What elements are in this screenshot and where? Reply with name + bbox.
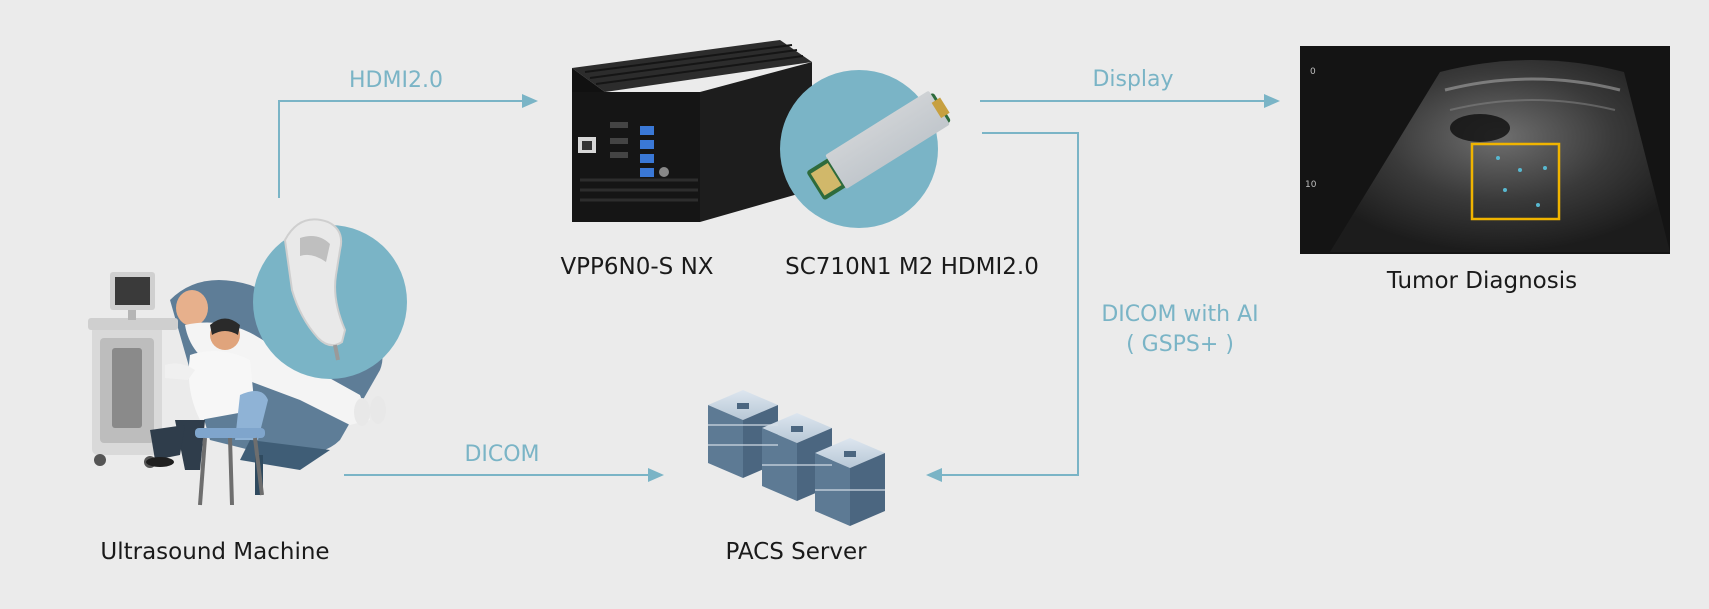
scan-tick-mid: 10 [1305, 180, 1317, 190]
node-label-tumor: Tumor Diagnosis [1386, 268, 1577, 294]
edge-label-dicom: DICOM [464, 442, 539, 467]
edge-dicom-ai [926, 132, 1079, 482]
pacs-server-icon [708, 390, 885, 526]
node-label-ultrasound: Ultrasound Machine [100, 539, 329, 565]
probe-circle-icon [253, 218, 407, 379]
vpp-box-illustration [572, 40, 812, 222]
sc710-module-icon [780, 70, 951, 228]
edge-label-dicom-ai-line1: DICOM with AI [1101, 302, 1258, 327]
edge-display [980, 94, 1280, 108]
ultrasound-machine-illustration [88, 272, 386, 506]
ultrasound-scan-screen: 0 10 [1300, 46, 1670, 254]
edge-label-hdmi: HDMI2.0 [349, 68, 443, 93]
tumor-highlight-box [1470, 142, 1561, 221]
edge-label-dicom-ai-line2: ( GSPS+ ) [1126, 332, 1234, 357]
edge-dicom [344, 468, 664, 482]
edge-hdmi [278, 94, 538, 198]
scan-tick-top: 0 [1310, 67, 1316, 77]
node-label-sc710: SC710N1 M2 HDMI2.0 [785, 254, 1039, 280]
node-label-pacs: PACS Server [725, 539, 867, 565]
node-label-vpp: VPP6N0-S NX [560, 254, 713, 280]
edge-label-display: Display [1092, 67, 1173, 92]
